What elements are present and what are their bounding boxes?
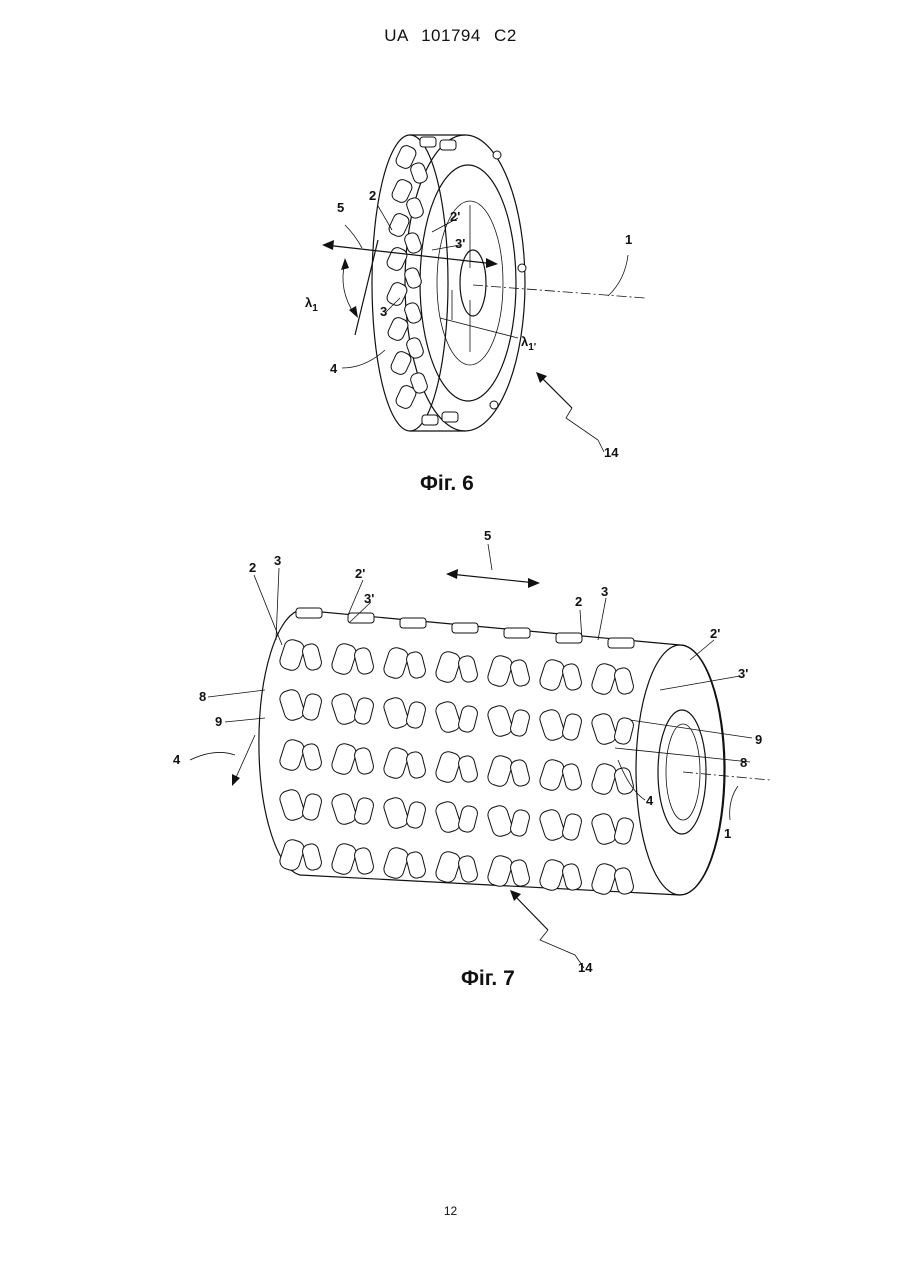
- fig7-label-recess-a: 4: [173, 752, 181, 767]
- fig7-label-recess-b: 4: [646, 793, 654, 808]
- fig6-label-assembly: 14: [604, 445, 619, 460]
- figure-6-caption: Фіг. 6: [420, 472, 474, 496]
- fig7-label-holder-a: 3: [274, 553, 281, 568]
- fig6-label-holder: 3: [380, 304, 387, 319]
- fig7-label-part9-b: 9: [755, 732, 762, 747]
- fig7-label-tooth-prime-b: 2': [710, 626, 720, 641]
- page-number: 12: [0, 1204, 901, 1218]
- figure-6-drawing: 5 2 2' 3' 3 4 λ1 λ1' 1 14: [305, 135, 645, 460]
- figure-7-drawing: 5 2 3 2' 3' 2 3 2' 3' 8 9 4 9 8 4 1 14: [173, 528, 770, 975]
- fig6-label-direction: 5: [337, 200, 344, 215]
- fig7-label-part8-b: 8: [740, 755, 747, 770]
- fig6-label-axis: 1: [625, 232, 632, 247]
- fig7-label-tooth-prime-a: 2': [355, 566, 365, 581]
- fig7-label-direction: 5: [484, 528, 491, 543]
- fig7-label-assembly: 14: [578, 960, 593, 975]
- fig6-label-holder-prime: 3': [455, 236, 465, 251]
- fig6-label-angle-prime: λ1': [521, 334, 536, 353]
- fig7-label-holder-prime-b: 3': [738, 666, 748, 681]
- fig7-label-axis: 1: [724, 826, 731, 841]
- fig7-label-tooth-a: 2: [249, 560, 256, 575]
- fig7-label-holder-b: 3: [601, 584, 608, 599]
- cylinder-end-bore: [658, 710, 706, 834]
- fig7-label-holder-prime-a: 3': [364, 591, 374, 606]
- fig6-label-tooth-prime: 2': [450, 209, 460, 224]
- fig6-label-angle: λ1: [305, 295, 318, 314]
- fig7-label-tooth-b: 2: [575, 594, 582, 609]
- fig6-label-recess: 4: [330, 361, 338, 376]
- disc-bore: [460, 250, 486, 316]
- fig6-label-tooth: 2: [369, 188, 376, 203]
- figure-7-caption: Фіг. 7: [461, 967, 515, 991]
- fig7-label-part8-a: 8: [199, 689, 206, 704]
- fig7-label-part9-a: 9: [215, 714, 222, 729]
